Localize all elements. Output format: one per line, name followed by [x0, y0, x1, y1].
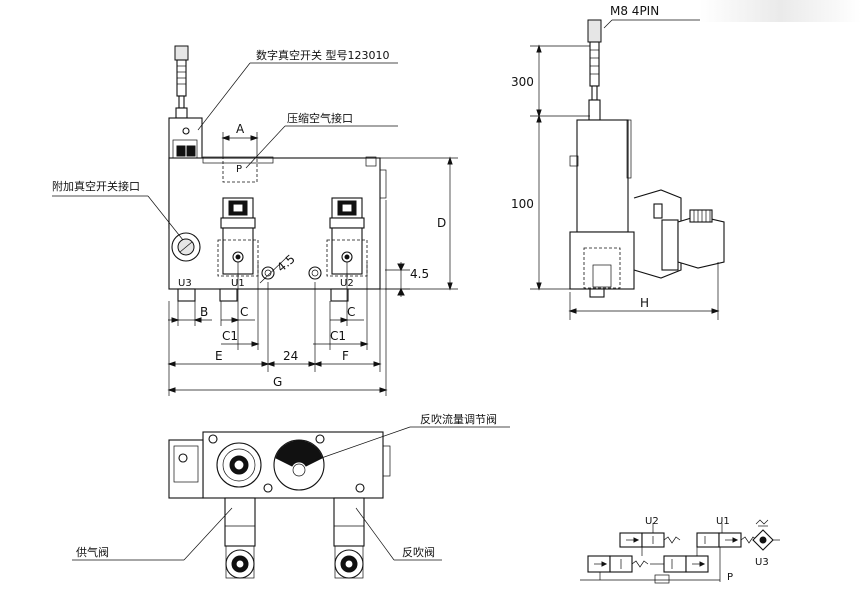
label-compressed-air-port: 压缩空气接口: [287, 111, 353, 125]
dim-300: 300: [511, 75, 534, 89]
dim-c-right: C: [347, 305, 355, 319]
dim-f: F: [342, 349, 349, 363]
scan-highlight: [700, 0, 861, 22]
text-labels: 数字真空开关 型号123010 压缩空气接口 附加真空开关接口 反吹流量调节阀 …: [52, 4, 769, 583]
sensor-cable: [174, 45, 189, 119]
dim-b: B: [200, 305, 208, 319]
dim-24: 24: [283, 349, 298, 363]
tag-p-port: P: [236, 164, 242, 175]
label-blow-flow-valve: 反吹流量调节阀: [420, 412, 497, 426]
dim-e: E: [215, 349, 223, 363]
dim-c1-left: C1: [222, 329, 238, 343]
side-dimensions: [530, 19, 720, 320]
solenoid-u1: [217, 197, 259, 277]
side-view: [569, 19, 725, 298]
tag-u2: U2: [340, 278, 354, 289]
dim-4-5-right: 4.5: [410, 267, 429, 281]
pneumatic-schematic: [580, 519, 780, 584]
dim-c1-right: C1: [330, 329, 346, 343]
sch-tag-u2: U2: [645, 516, 659, 527]
tag-u3: U3: [178, 278, 192, 289]
sch-tag-u3: U3: [755, 557, 769, 568]
top-view: [168, 431, 391, 579]
dim-100: 100: [511, 197, 534, 211]
dim-c-left: C: [240, 305, 248, 319]
top-leaders: [72, 426, 510, 561]
dim-g: G: [273, 375, 282, 389]
label-extra-vacuum-port: 附加真空开关接口: [52, 179, 140, 193]
label-connector: M8 4PIN: [610, 4, 659, 18]
dim-d: D: [437, 216, 446, 230]
tag-u1: U1: [231, 278, 245, 289]
dim-h: H: [640, 296, 649, 310]
label-digital-switch: 数字真空开关 型号123010: [256, 48, 390, 62]
label-blow-valve: 反吹阀: [402, 545, 435, 559]
dim-a: A: [236, 122, 245, 136]
front-leaders: [52, 62, 398, 241]
sch-tag-u1: U1: [716, 516, 730, 527]
sch-tag-p: P: [727, 572, 733, 583]
label-supply-valve: 供气阀: [76, 545, 109, 559]
front-dimensions: [167, 132, 458, 396]
